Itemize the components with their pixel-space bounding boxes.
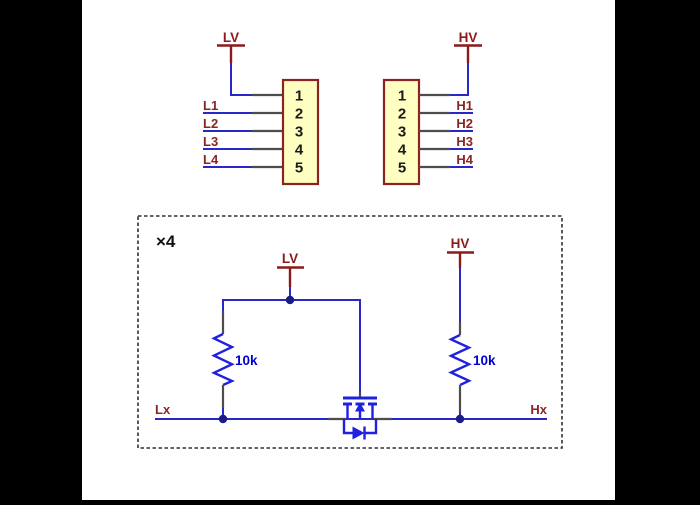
pullup-resistor-high: 10k <box>448 322 496 412</box>
body-diode-triangle-icon <box>352 426 365 440</box>
left-pin-3: 3 <box>295 124 303 141</box>
body-diode-wire <box>364 419 378 435</box>
resistor-zigzag-icon <box>448 333 472 387</box>
left-pin-1: 1 <box>295 88 303 105</box>
resistor-value-low: 10k <box>235 353 258 368</box>
left-connector-pin-stubs <box>252 93 283 169</box>
hv-power-flag-top: HV <box>454 30 482 63</box>
left-pin-2: 2 <box>295 106 303 123</box>
lv-power-label: LV <box>282 251 298 266</box>
right-pin-5: 5 <box>398 160 406 177</box>
net-label-h2: H2 <box>456 116 473 131</box>
mosfet-bulk-arrow-icon <box>355 402 365 412</box>
resistor-zigzag-icon <box>211 332 235 387</box>
right-pin-4: 4 <box>398 142 407 159</box>
net-label-h3: H3 <box>456 134 473 149</box>
wire-lv-to-pin1 <box>230 63 252 96</box>
net-label-l1: L1 <box>203 98 218 113</box>
pullup-resistor-low: 10k <box>211 311 258 408</box>
net-label-hx: Hx <box>530 402 547 417</box>
lv-power-flag-cell: LV <box>277 251 304 287</box>
left-connector-body <box>281 78 320 186</box>
junction-dot-hx <box>455 414 465 424</box>
right-pin-1: 1 <box>398 88 406 105</box>
right-connector-body <box>382 78 421 186</box>
net-label-lx: Lx <box>155 402 171 417</box>
junction-dot-lv-rail <box>285 295 295 305</box>
right-pin-3: 3 <box>398 124 406 141</box>
mosfet-symbol <box>342 396 378 440</box>
net-label-l4: L4 <box>203 152 219 167</box>
lv-power-flag-top: LV <box>217 30 245 63</box>
left-pin-4: 4 <box>295 142 304 159</box>
body-diode-wire <box>342 419 353 435</box>
hv-power-flag-cell: HV <box>447 236 474 268</box>
lv-power-label: LV <box>223 30 239 45</box>
hv-power-label: HV <box>459 30 478 45</box>
net-label-l2: L2 <box>203 116 218 131</box>
resistor-value-high: 10k <box>473 353 496 368</box>
net-label-h1: H1 <box>456 98 473 113</box>
wire-hv-to-pin1 <box>450 63 469 96</box>
hv-power-label: HV <box>451 236 470 251</box>
right-pin-2: 2 <box>398 106 406 123</box>
multiplier-label: ×4 <box>156 232 176 251</box>
right-connector-nets: H1 H2 H3 H4 <box>450 98 474 168</box>
left-connector: 1 2 3 4 5 <box>281 78 320 186</box>
junction-dot-lx <box>218 414 228 424</box>
net-label-h4: H4 <box>456 152 473 167</box>
left-connector-nets: L1 L2 L3 L4 <box>203 98 252 168</box>
right-connector: 1 2 3 4 5 <box>382 78 421 186</box>
left-pin-5: 5 <box>295 160 303 177</box>
right-connector-pin-stubs <box>419 93 450 169</box>
net-label-l3: L3 <box>203 134 218 149</box>
cell-boundary <box>137 215 563 449</box>
